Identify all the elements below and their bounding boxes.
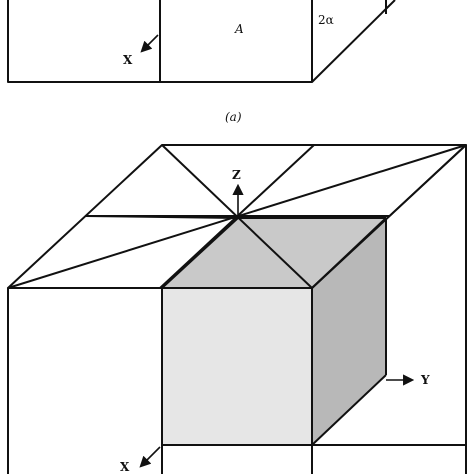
inner-cube-front-face — [162, 288, 312, 445]
panel-b: Z Y X — [7, 144, 467, 474]
z-axis-label: Z — [232, 168, 241, 182]
x-axis-label: X — [120, 460, 130, 474]
panel-a: X A 2α (a) — [7, 0, 396, 124]
panel-a-angle-label: 2α — [318, 13, 334, 27]
panel-a-caption: (a) — [225, 110, 242, 124]
outer-cube-front-face — [7, 287, 313, 474]
panel-a-x-axis-label: X — [123, 53, 133, 67]
panel-a-region-label: A — [234, 22, 244, 36]
y-axis-label: Y — [420, 373, 430, 387]
top-midline-side — [159, 144, 315, 289]
inner-cube-depth-edge — [311, 374, 387, 446]
x-axis-arrow — [139, 446, 161, 468]
panel-a-x-axis-arrow — [140, 34, 159, 53]
inner-cube-top-left-edge — [161, 217, 239, 289]
top-diag-upper — [84, 215, 239, 219]
inner-cube-side-face — [312, 218, 386, 445]
inner-cube-top-right-edge — [311, 217, 387, 289]
panel-a-depth-edge-bottom — [311, 0, 396, 83]
